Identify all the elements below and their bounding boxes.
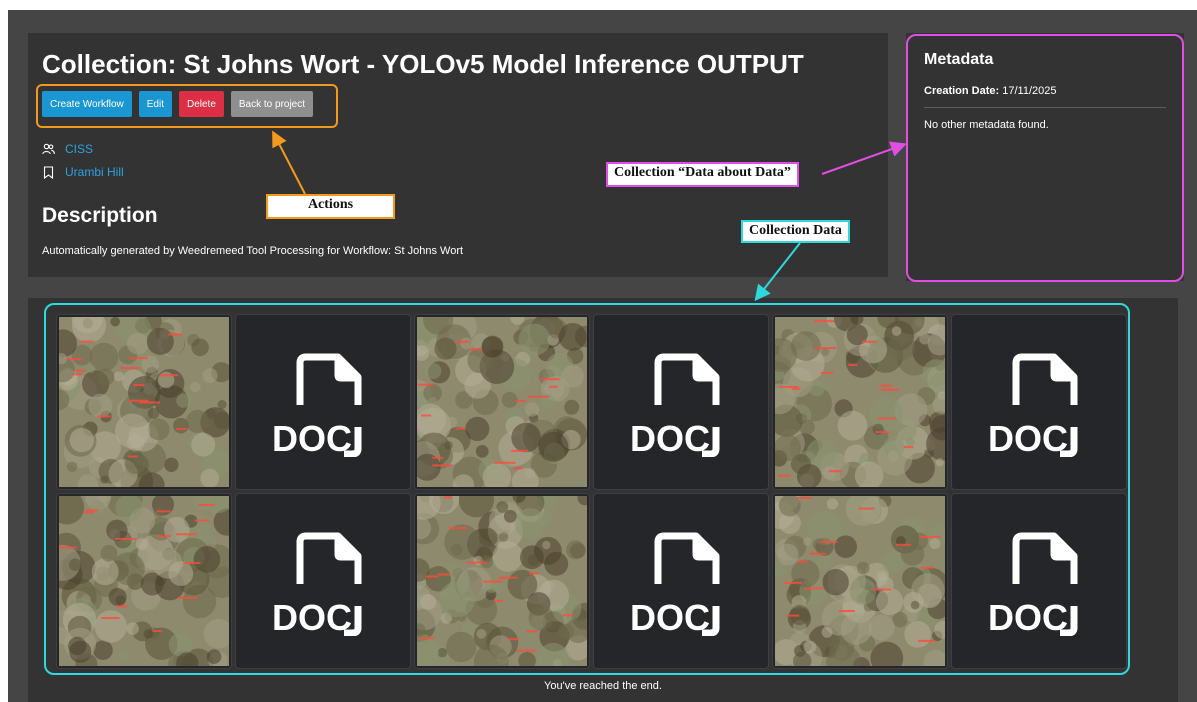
collection-data-annotation-outline [44,303,1130,675]
document-tile[interactable]: DOC [235,314,411,490]
description-text: Automatically generated by Weedremeed To… [42,245,464,257]
document-label: DOC [630,597,710,636]
aerial-thumbnail [775,496,945,666]
collection-data-panel: DOC DOC DOC DOC DOC DOC You've reached the en… [28,298,1178,702]
image-tile[interactable] [56,314,232,490]
page-title: Collection: St Johns Wort - YOLOv5 Model… [42,49,804,79]
bookmark-icon [42,165,55,179]
aerial-thumbnail [417,496,587,666]
end-of-list-message: You've reached the end. [544,680,662,692]
document-label: DOC [630,418,710,457]
description-heading: Description [42,204,158,227]
image-tile[interactable] [772,493,948,669]
aerial-thumbnail [59,496,229,666]
creation-date-label: Creation Date: [924,85,1000,97]
tile-grid: DOC DOC DOC DOC DOC DOC [56,314,1127,670]
document-label: DOC [272,418,352,457]
image-tile[interactable] [56,493,232,669]
users-icon [42,143,55,155]
metadata-callout: Collection “Data about Data” [606,162,799,187]
metadata-title: Metadata [924,51,994,68]
app-page: Collection: St Johns Wort - YOLOv5 Model… [8,10,1197,702]
document-tile[interactable]: DOC [593,493,769,669]
document-icon: DOC [272,353,376,459]
image-tile[interactable] [414,493,590,669]
document-icon: DOC [988,532,1092,638]
delete-button[interactable]: Delete [178,91,224,117]
back-to-project-button[interactable]: Back to project [230,91,314,117]
document-label: DOC [272,597,352,636]
actions-callout: Actions [266,194,395,219]
image-tile[interactable] [772,314,948,490]
aerial-thumbnail [417,317,587,487]
document-label: DOC [988,597,1068,636]
document-tile[interactable]: DOC [593,314,769,490]
action-bar: Create Workflow Edit Delete Back to proj… [42,91,314,117]
metadata-card: Metadata Creation Date: 17/11/2025 No ot… [906,33,1184,281]
organization-link-label[interactable]: CISS [65,142,94,156]
collection-data-callout: Collection Data [741,220,850,243]
no-metadata-message: No other metadata found. [924,119,1049,131]
image-tile[interactable] [414,314,590,490]
document-label: DOC [988,418,1068,457]
document-tile[interactable]: DOC [951,493,1127,669]
aerial-thumbnail [59,317,229,487]
document-icon: DOC [988,353,1092,459]
document-icon: DOC [630,353,734,459]
metadata-divider [924,107,1166,108]
creation-date-value: 17/11/2025 [1002,85,1057,97]
site-link-label[interactable]: Urambi Hill [65,165,124,179]
actions-annotation-outline [36,84,338,128]
organization-link[interactable]: CISS [42,142,93,156]
create-workflow-button[interactable]: Create Workflow [42,91,132,117]
document-tile[interactable]: DOC [235,493,411,669]
creation-date: Creation Date: 17/11/2025 [924,85,1057,97]
document-icon: DOC [272,532,376,638]
site-link[interactable]: Urambi Hill [42,165,124,179]
document-tile[interactable]: DOC [951,314,1127,490]
document-icon: DOC [630,532,734,638]
metadata-annotation-outline [906,34,1184,282]
aerial-thumbnail [775,317,945,487]
edit-button[interactable]: Edit [138,91,172,117]
